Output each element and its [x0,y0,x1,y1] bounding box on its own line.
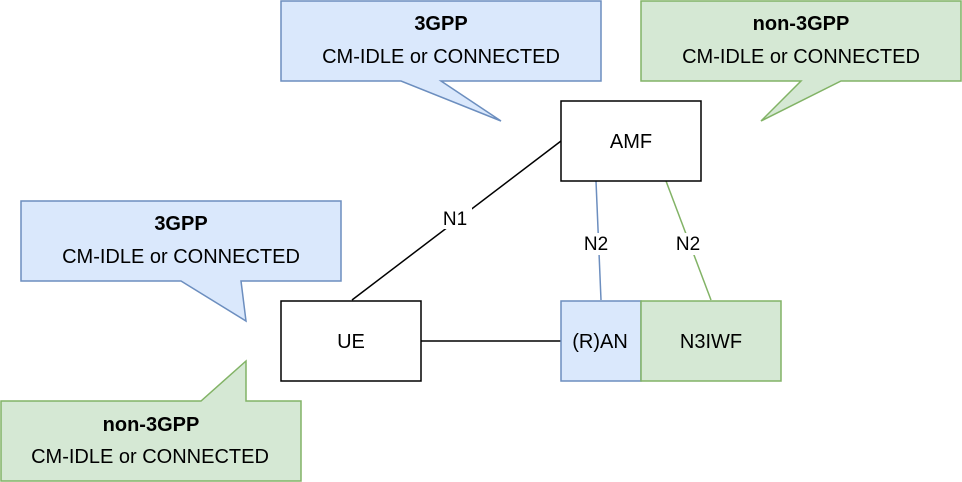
n3iwf-node [640,300,782,382]
n3iwf-label: N3IWF [680,331,742,353]
edge-label-n2-n3iwf: N2 [676,234,700,255]
callout-ue-3gpp-title: 3GPP [154,213,207,235]
callout-ue-non3gpp-state: CM-IDLE or CONNECTED [31,446,269,468]
callout-amf-non3gpp-title: non-3GPP [753,13,850,35]
callout-ue-3gpp [20,200,342,323]
callout-ue-non3gpp-title: non-3GPP [103,414,200,436]
callout-amf-non3gpp-state: CM-IDLE or CONNECTED [682,46,920,68]
callout-amf-3gpp-title: 3GPP [414,13,467,35]
callout-ue-non3gpp [0,359,302,482]
ue-label: UE [337,331,365,353]
amf-label: AMF [610,131,652,153]
callout-amf-3gpp-state: CM-IDLE or CONNECTED [322,46,560,68]
callout-amf-3gpp [280,0,602,122]
ran-node [560,300,642,382]
ran-label: (R)AN [572,331,628,353]
edge-label-n2-ran: N2 [584,234,608,255]
callout-amf-non3gpp [640,0,962,122]
ue-node [280,300,422,382]
callout-ue-3gpp-state: CM-IDLE or CONNECTED [62,246,300,268]
amf-node [560,100,702,182]
edge-label-n1: N1 [443,209,467,230]
